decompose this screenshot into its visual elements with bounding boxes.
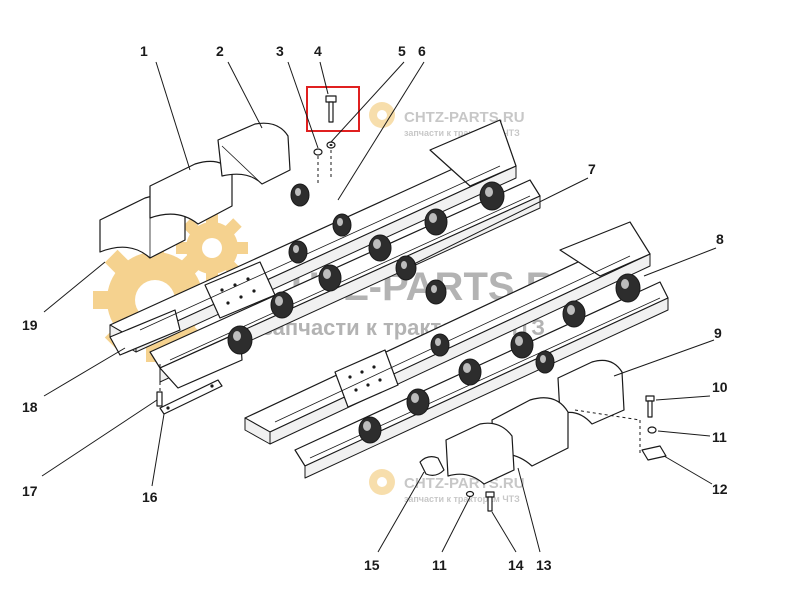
callout-1: 1 xyxy=(140,43,148,59)
roller-guard-13 xyxy=(445,397,569,485)
support-roller xyxy=(425,279,447,305)
track-roller xyxy=(562,300,586,328)
roller-guard-1 xyxy=(99,160,233,259)
callout-12: 12 xyxy=(712,481,728,497)
roller-guard-9 xyxy=(557,359,625,425)
track-roller xyxy=(270,291,294,319)
washer-3 xyxy=(313,148,323,156)
gear-icon xyxy=(369,469,395,495)
track-roller xyxy=(458,358,482,386)
track-roller xyxy=(406,388,430,416)
bolt-4 xyxy=(325,95,337,123)
track-frame-left xyxy=(109,119,541,389)
callout-8: 8 xyxy=(716,231,724,247)
callout-4: 4 xyxy=(314,43,322,59)
carrier-roller xyxy=(332,213,352,237)
watermark-tagline-small: запчасти к тракторам ЧТЗ xyxy=(404,494,520,504)
support-roller xyxy=(395,255,417,281)
highlight-box xyxy=(306,86,360,132)
watermark-brand-small: CHTZ-PARTS.RU xyxy=(404,475,525,492)
track-roller xyxy=(227,325,253,355)
track-roller xyxy=(318,264,342,292)
plate-12 xyxy=(641,445,667,461)
callout-14: 14 xyxy=(508,557,524,573)
bar-16 xyxy=(159,379,223,415)
callout-7: 7 xyxy=(588,161,596,177)
track-roller xyxy=(358,416,382,444)
roller-guard-2 xyxy=(217,122,291,185)
watermark-tagline-small: запчасти к тракторам ЧТЗ xyxy=(404,128,520,138)
bolt-14 xyxy=(485,491,495,512)
bolt-10 xyxy=(645,395,655,418)
support-roller xyxy=(430,333,450,357)
callout-19: 19 xyxy=(22,317,38,333)
callout-16: 16 xyxy=(142,489,158,505)
callout-6: 6 xyxy=(418,43,426,59)
track-roller xyxy=(368,234,392,262)
callout-5: 5 xyxy=(398,43,406,59)
callout-11: 11 xyxy=(712,429,727,445)
washer-11b xyxy=(465,490,475,498)
track-roller xyxy=(424,208,448,236)
callout-17: 17 xyxy=(22,483,38,499)
support-roller xyxy=(535,350,555,374)
washer-5 xyxy=(326,141,336,149)
watermark-brand-small: CHTZ-PARTS.RU xyxy=(404,109,525,126)
washer-11 xyxy=(647,426,657,434)
carrier-roller xyxy=(288,240,308,264)
bracket-15 xyxy=(419,456,445,476)
callout-13: 13 xyxy=(536,557,552,573)
track-roller xyxy=(510,331,534,359)
callout-9: 9 xyxy=(714,325,722,341)
callout-10: 10 xyxy=(712,379,728,395)
callout-15: 15 xyxy=(364,557,380,573)
track-roller xyxy=(615,273,641,303)
watermark-small-top: CHTZ-PARTS.RU запчасти к тракторам ЧТЗ xyxy=(369,102,525,138)
callout-18: 18 xyxy=(22,399,38,415)
track-frame-right xyxy=(244,221,669,479)
track-roller xyxy=(479,181,505,211)
gear-icon xyxy=(369,102,395,128)
callout-11-bottom: 11 xyxy=(432,557,447,573)
callout-3: 3 xyxy=(276,43,284,59)
carrier-roller xyxy=(290,183,310,207)
pin-17 xyxy=(156,391,163,407)
callout-2: 2 xyxy=(216,43,224,59)
